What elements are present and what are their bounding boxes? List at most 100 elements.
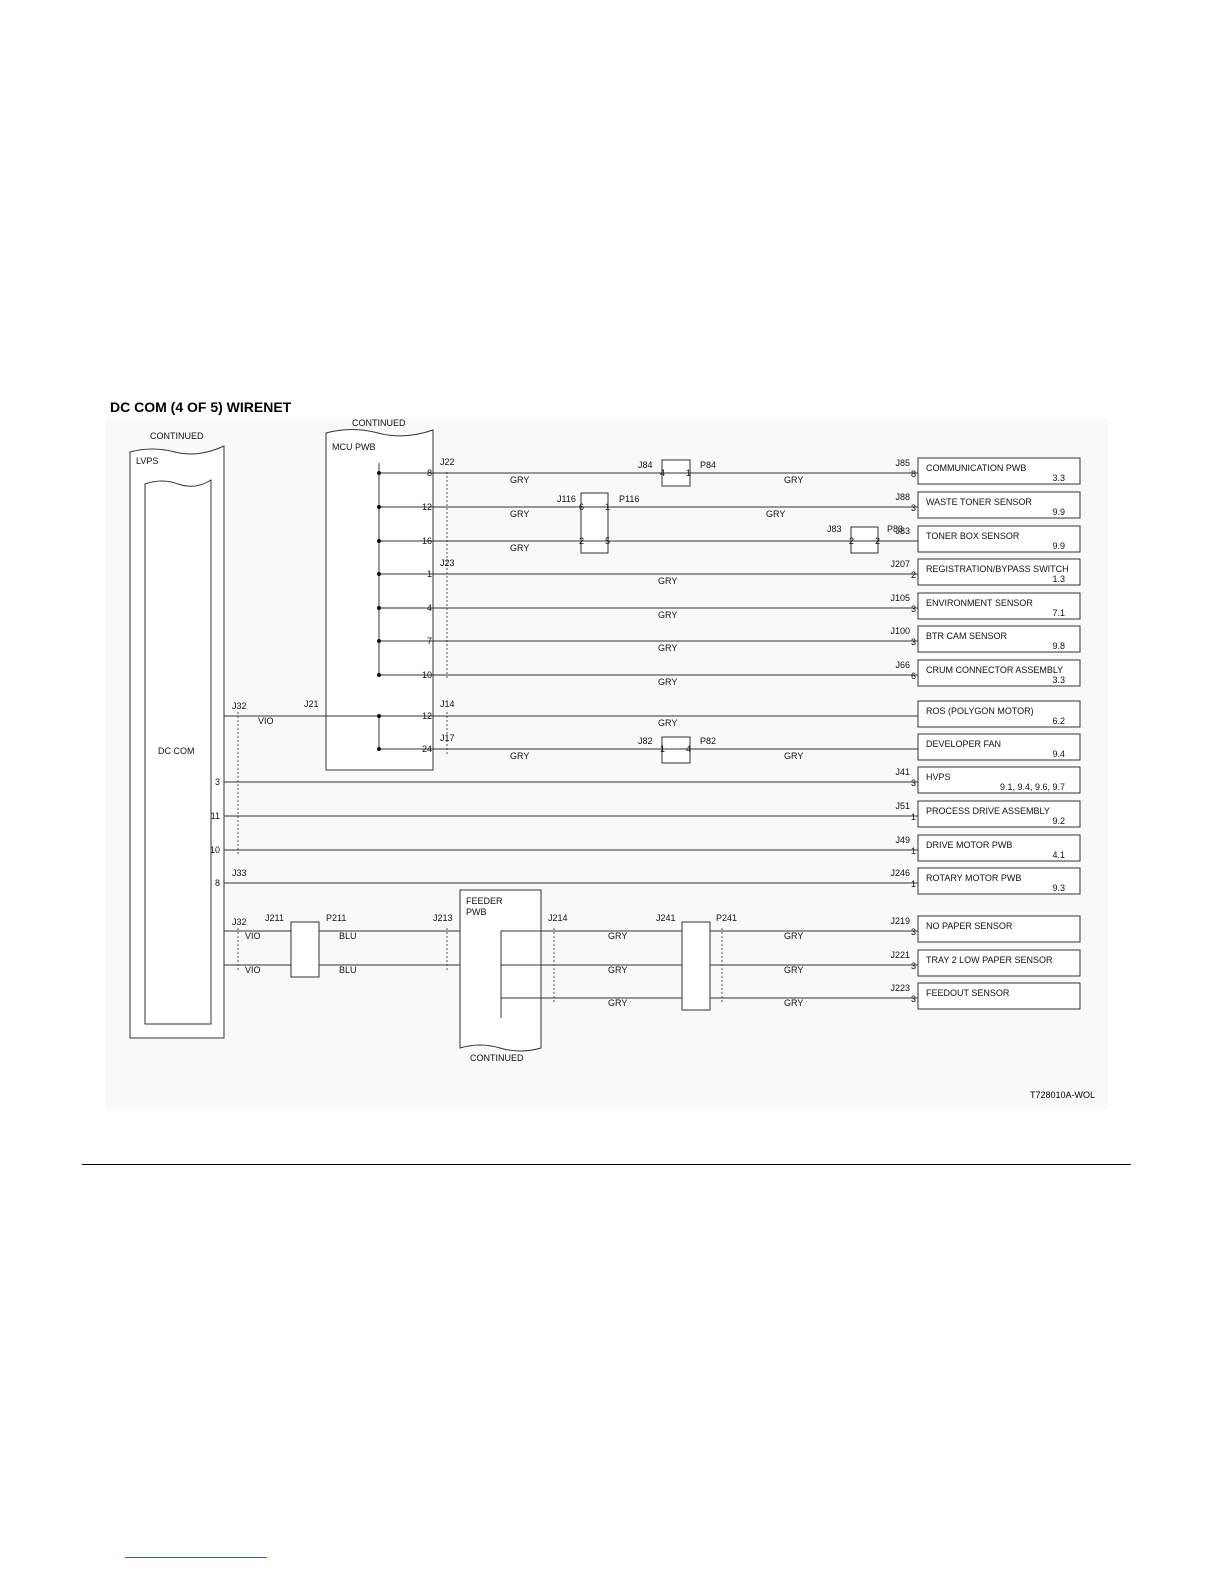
pin-label-7: 12 bbox=[422, 711, 432, 721]
wire-color-2: GRY bbox=[510, 543, 529, 553]
pin-label-11: 10 bbox=[210, 845, 220, 855]
connector-pin-15: 3 bbox=[911, 994, 916, 1004]
component-name-10: PROCESS DRIVE ASSEMBLY bbox=[926, 806, 1050, 816]
mid-right-label-1: P116 bbox=[619, 494, 639, 504]
page-divider bbox=[82, 1164, 1131, 1165]
mid-left-label-0: J84 bbox=[638, 460, 653, 470]
j32-label: J32 bbox=[232, 701, 247, 711]
gry-label-f4: GRY bbox=[784, 931, 803, 941]
gry-label-f2: GRY bbox=[608, 965, 627, 975]
vio-label-2: VIO bbox=[245, 931, 261, 941]
j17-label: J17 bbox=[440, 733, 455, 743]
component-ref-3: 1.3 bbox=[1052, 574, 1065, 584]
component-name-4: ENVIRONMENT SENSOR bbox=[926, 598, 1033, 608]
wire-color2-1: GRY bbox=[766, 509, 785, 519]
component-name-0: COMMUNICATION PWB bbox=[926, 463, 1026, 473]
mid-left-label-8: J82 bbox=[638, 736, 653, 746]
mid-left-label-1: J116 bbox=[557, 494, 576, 504]
j213-label: J213 bbox=[433, 913, 453, 923]
mid-pin-b-8: 4 bbox=[686, 744, 691, 754]
component-name-6: CRUM CONNECTOR ASSEMBLY bbox=[926, 665, 1063, 675]
component-box-7 bbox=[917, 700, 1081, 728]
diagram-title: DC COM (4 OF 5) WIRENET bbox=[110, 399, 292, 415]
footer-link-underline[interactable] bbox=[125, 1557, 267, 1558]
j14-label: J14 bbox=[440, 699, 455, 709]
mid-right-label-0: P84 bbox=[700, 460, 716, 470]
mid-right-label-8: P82 bbox=[700, 736, 716, 746]
vio-label: VIO bbox=[258, 716, 274, 726]
p241-connector bbox=[681, 921, 711, 1011]
wire-color-7: GRY bbox=[658, 718, 677, 728]
connector-pin-4: 3 bbox=[911, 604, 916, 614]
vio-label-3: VIO bbox=[245, 965, 261, 975]
component-name-3: REGISTRATION/BYPASS SWITCH bbox=[926, 564, 1069, 574]
j116-connector bbox=[580, 492, 609, 554]
component-box-12 bbox=[917, 867, 1081, 895]
lvps-label: LVPS bbox=[136, 456, 158, 466]
wire-color2-8: GRY bbox=[784, 751, 803, 761]
connector-label-6: J66 bbox=[895, 660, 910, 670]
mid2-pin-a-2: 2 bbox=[849, 536, 854, 546]
mid-pin-b-0: 1 bbox=[686, 468, 691, 478]
component-box-10 bbox=[917, 800, 1081, 828]
j83-connector bbox=[850, 526, 879, 554]
junction-dot-4 bbox=[377, 606, 381, 610]
connector-pin-9: 3 bbox=[911, 778, 916, 788]
connector-label-12: J246 bbox=[890, 868, 910, 878]
connector-pin-5: 3 bbox=[911, 637, 916, 647]
dccom-inner-box bbox=[144, 479, 212, 1025]
connector-label-13: J219 bbox=[890, 916, 910, 926]
component-name-9: HVPS bbox=[926, 772, 951, 782]
mcu-continued-label: CONTINUED bbox=[352, 418, 406, 428]
component-name-5: BTR CAM SENSOR bbox=[926, 631, 1008, 641]
mid-connectors bbox=[580, 459, 879, 764]
connector-label-9: J41 bbox=[895, 767, 910, 777]
component-ref-12: 9.3 bbox=[1052, 883, 1065, 893]
junction-dot-0 bbox=[377, 471, 381, 475]
component-name-15: FEEDOUT SENSOR bbox=[926, 988, 1010, 998]
connector-label-0: J85 bbox=[895, 458, 910, 468]
wire-color-1: GRY bbox=[510, 509, 529, 519]
connector-label-11: J49 bbox=[895, 835, 910, 845]
feeder-label-2: PWB bbox=[466, 907, 487, 917]
wire-color-3: GRY bbox=[658, 576, 677, 586]
pin-label-8: 24 bbox=[422, 744, 432, 754]
component-name-1: WASTE TONER SENSOR bbox=[926, 497, 1032, 507]
component-ref-8: 9.4 bbox=[1052, 749, 1065, 759]
junction-dot-6 bbox=[377, 673, 381, 677]
j211-label: J211 bbox=[265, 913, 284, 923]
connector-pin-12: 1 bbox=[911, 879, 916, 889]
pin-label-5: 7 bbox=[427, 636, 432, 646]
component-ref-0: 3.3 bbox=[1052, 473, 1065, 483]
j241-label: J241 bbox=[656, 913, 676, 923]
blu-label-1: BLU bbox=[339, 931, 357, 941]
component-ref-2: 9.9 bbox=[1052, 541, 1065, 551]
connector-pin-1: 3 bbox=[911, 503, 916, 513]
j82-connector bbox=[661, 736, 691, 764]
component-ref-1: 9.9 bbox=[1052, 507, 1065, 517]
gry-label-f3: GRY bbox=[608, 998, 627, 1008]
component-name-8: DEVELOPER FAN bbox=[926, 739, 1001, 749]
mcu-label: MCU PWB bbox=[332, 442, 376, 452]
connector-label-4: J105 bbox=[890, 593, 910, 603]
mid2-left-label-2: J83 bbox=[827, 524, 842, 534]
connector-label-15: J223 bbox=[890, 983, 910, 993]
connector-pin-11: 1 bbox=[911, 846, 916, 856]
component-ref-10: 9.2 bbox=[1052, 816, 1065, 826]
mid-pin-a-0: 4 bbox=[660, 468, 665, 478]
component-box-9 bbox=[917, 766, 1081, 794]
connector-label-10: J51 bbox=[895, 801, 910, 811]
component-box-2 bbox=[917, 525, 1081, 553]
component-name-13: NO PAPER SENSOR bbox=[926, 921, 1013, 931]
pin-label-2: 16 bbox=[422, 536, 432, 546]
p241-label: P241 bbox=[716, 913, 737, 923]
wire-color-4: GRY bbox=[658, 610, 677, 620]
component-name-14: TRAY 2 LOW PAPER SENSOR bbox=[926, 955, 1053, 965]
pin-label-1: 12 bbox=[422, 502, 432, 512]
component-name-7: ROS (POLYGON MOTOR) bbox=[926, 706, 1034, 716]
connector-pin-10: 1 bbox=[911, 812, 916, 822]
component-ref-9: 9.1, 9.4, 9.6, 9.7 bbox=[1000, 782, 1065, 792]
gry-label-f5: GRY bbox=[784, 965, 803, 975]
